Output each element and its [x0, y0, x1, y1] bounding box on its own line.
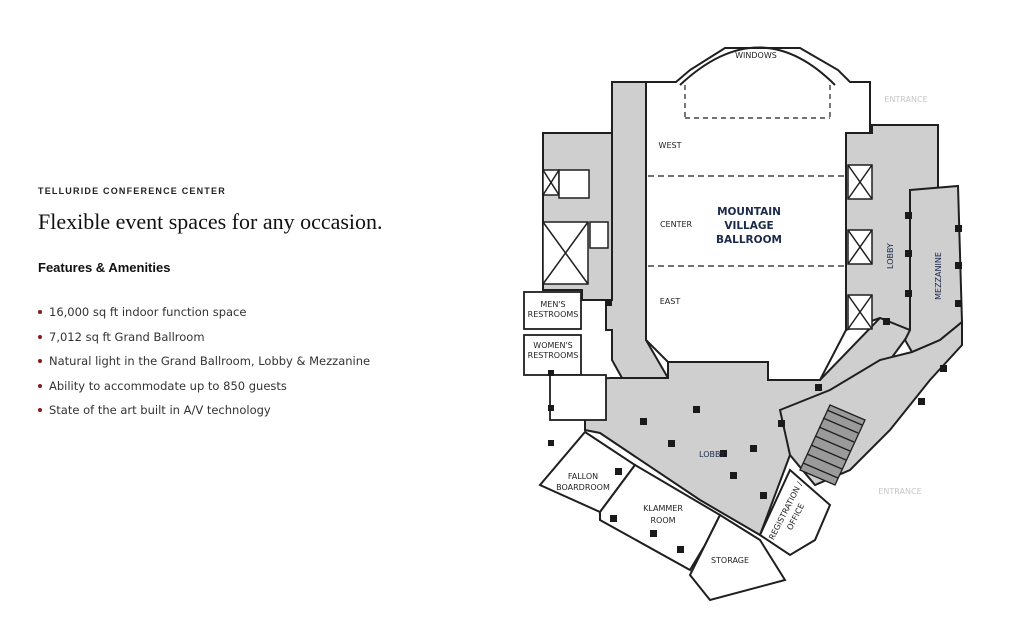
klammer-label-line1: KLAMMER [643, 504, 683, 513]
feature-text: State of the art built in A/V technology [49, 403, 271, 418]
column [778, 420, 785, 427]
ballroom-label-line2: VILLAGE [724, 220, 773, 232]
fallon-label-line1: FALLON [568, 472, 598, 481]
column [955, 262, 962, 269]
entrance-top-label: ENTRANCE [884, 95, 927, 104]
service-room [589, 221, 609, 249]
list-item: State of the art built in A/V technology [38, 400, 370, 425]
womens-restroom [523, 334, 582, 376]
womens-restroom-label-line2: RESTROOMS [528, 351, 579, 360]
feature-text: 7,012 sq ft Grand Ballroom [49, 329, 205, 344]
column [650, 530, 657, 537]
lower-rooms [538, 430, 832, 602]
fallon-label-line2: BOARDROOM [556, 483, 610, 492]
x-mark [847, 229, 873, 265]
stair-step [826, 409, 863, 426]
east-label: EAST [660, 297, 681, 306]
venue-eyebrow: TELLURIDE CONFERENCE CENTER [38, 186, 226, 196]
stair-step [818, 426, 855, 443]
column [750, 445, 757, 452]
stair-step [822, 417, 859, 434]
windows-arc [679, 46, 836, 86]
bullet-icon [38, 408, 42, 413]
column [668, 440, 675, 447]
column [760, 492, 767, 499]
center-label: CENTER [660, 220, 693, 229]
bullet-icon [38, 310, 42, 314]
column [693, 406, 700, 413]
west-label: WEST [659, 141, 682, 150]
womens-restroom-label-line1: WOMEN'S [533, 341, 572, 350]
service-rooms [542, 169, 609, 285]
ballroom [645, 46, 871, 381]
lobby-vertical-label: LOBBY [886, 243, 895, 269]
service-room [558, 169, 590, 199]
lobby-main-label: LOBBY [699, 450, 725, 459]
column [610, 515, 617, 522]
column [905, 212, 912, 219]
bullet-icon [38, 383, 42, 388]
column [955, 225, 962, 232]
column [918, 398, 925, 405]
column [940, 365, 947, 372]
ballroom-label-line1: MOUNTAIN [717, 206, 781, 218]
ballroom-label-line3: BALLROOM [716, 234, 782, 246]
stair-step [806, 453, 843, 470]
stair-block [799, 404, 866, 486]
bullet-icon [38, 359, 42, 364]
ballroom-floor [645, 47, 871, 381]
entrance-bottom-label: ENTRANCE [878, 487, 921, 496]
column [905, 290, 912, 297]
storage-label: STORAGE [711, 556, 749, 565]
column [905, 250, 912, 257]
features-list: 16,000 sq ft indoor function space 7,012… [38, 302, 370, 425]
stair-step [802, 462, 839, 479]
mens-restroom-label-line1: MEN'S [540, 300, 565, 309]
stairs [799, 404, 866, 486]
mens-restroom [523, 291, 582, 330]
column [730, 472, 737, 479]
column [640, 418, 647, 425]
list-item: Natural light in the Grand Ballroom, Lob… [38, 351, 370, 376]
x-mark [542, 169, 560, 196]
column [548, 370, 554, 376]
mezzanine-label: MEZZANINE [934, 252, 943, 300]
column [883, 318, 890, 325]
stair-step [814, 435, 851, 452]
x-mark [847, 164, 873, 200]
restrooms [523, 291, 607, 421]
features-heading: Features & Amenities [38, 260, 171, 275]
windows-label: WINDOWS [735, 51, 777, 60]
column [720, 450, 727, 457]
storage-room [688, 513, 787, 602]
x-mark [542, 221, 589, 285]
x-mark [847, 294, 873, 330]
restroom-annex [549, 374, 607, 421]
feature-text: 16,000 sq ft indoor function space [49, 305, 247, 319]
ballroom-side-rooms [847, 164, 873, 330]
feature-text: Ability to accommodate up to 850 guests [49, 378, 287, 393]
columns [548, 212, 962, 553]
klammer-label-line2: ROOM [650, 516, 675, 525]
column [677, 546, 684, 553]
list-item: Ability to accommodate up to 850 guests [38, 376, 370, 401]
column [615, 468, 622, 475]
list-item: 16,000 sq ft indoor function space [38, 302, 370, 327]
feature-text: Natural light in the Grand Ballroom, Lob… [49, 354, 371, 369]
column [606, 300, 612, 306]
stair-step [810, 444, 847, 461]
column [955, 300, 962, 307]
bullet-icon [38, 334, 42, 339]
column [548, 405, 554, 411]
registration-office [758, 468, 832, 557]
column [815, 384, 822, 391]
mens-restroom-label-line2: RESTROOMS [528, 310, 579, 319]
list-item: 7,012 sq ft Grand Ballroom [38, 327, 370, 352]
column [548, 440, 554, 446]
page-title: Flexible event spaces for any occasion. [38, 209, 383, 234]
